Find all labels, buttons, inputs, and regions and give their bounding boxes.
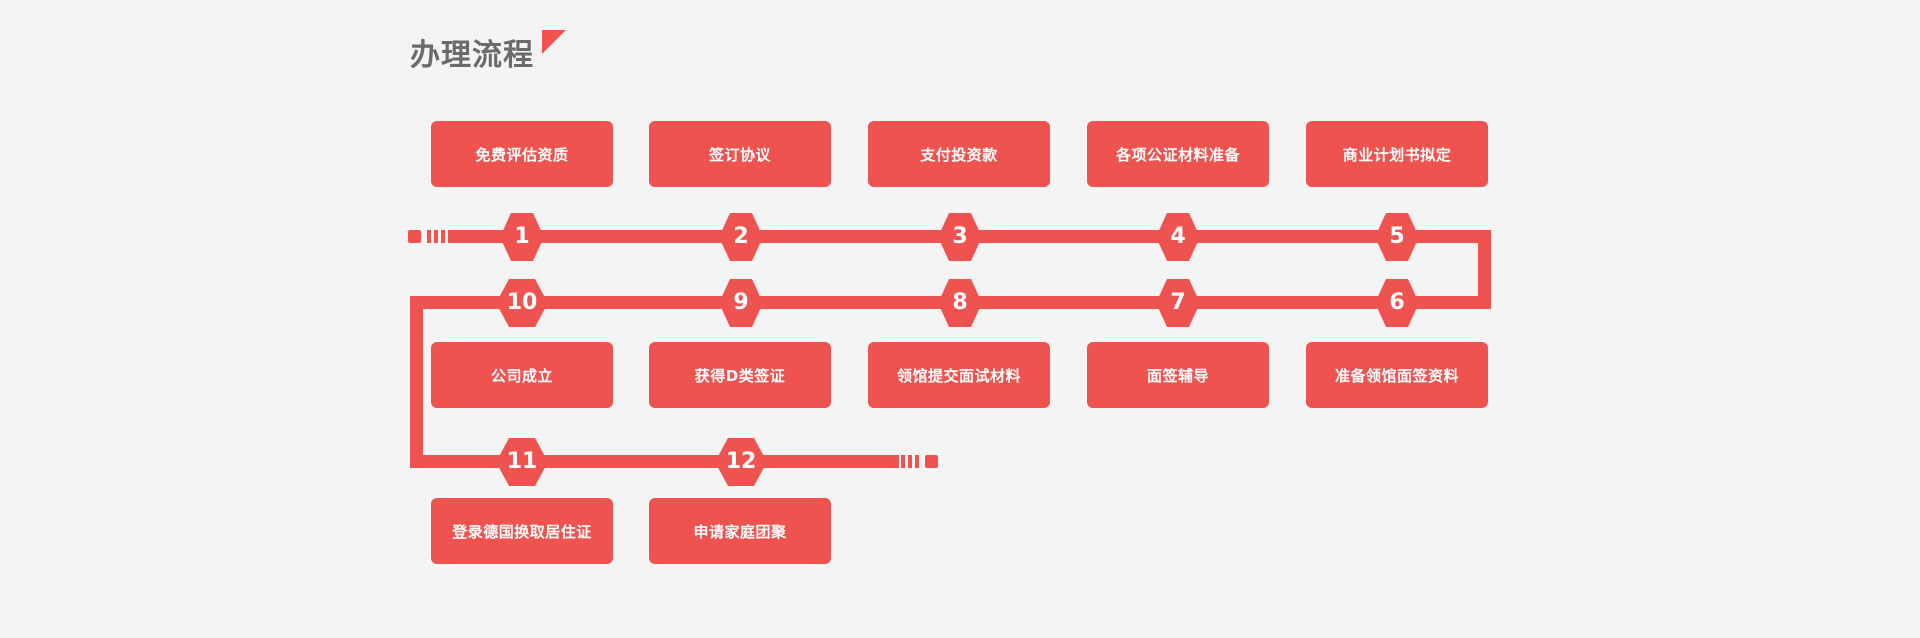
timeline-start-dash-1 bbox=[427, 230, 431, 243]
step-box-7[interactable]: 面签辅导 bbox=[1087, 342, 1269, 408]
step-marker-label: 1 bbox=[514, 224, 530, 249]
timeline-bar-row3 bbox=[410, 455, 899, 468]
step-marker-10[interactable]: 10 bbox=[496, 279, 548, 327]
timeline-end-dash-1 bbox=[901, 455, 905, 468]
timeline-start-dash-2 bbox=[434, 230, 438, 243]
step-box-8[interactable]: 领馆提交面试材料 bbox=[868, 342, 1050, 408]
step-box-3[interactable]: 支付投资款 bbox=[868, 121, 1050, 187]
step-box-label: 获得D类签证 bbox=[694, 366, 786, 385]
step-box-4[interactable]: 各项公证材料准备 bbox=[1087, 121, 1269, 187]
step-box-label: 签订协议 bbox=[708, 145, 771, 164]
step-marker-label: 3 bbox=[952, 224, 968, 249]
step-box-11[interactable]: 登录德国换取居住证 bbox=[431, 498, 613, 564]
step-box-2[interactable]: 签订协议 bbox=[649, 121, 831, 187]
page-title: 办理流程 bbox=[410, 30, 566, 78]
step-marker-1[interactable]: 1 bbox=[500, 213, 544, 261]
step-marker-label: 4 bbox=[1170, 224, 1186, 249]
step-box-label: 免费评估资质 bbox=[475, 145, 569, 164]
step-marker-11[interactable]: 11 bbox=[496, 438, 548, 486]
step-marker-3[interactable]: 3 bbox=[938, 213, 982, 261]
step-box-5[interactable]: 商业计划书拟定 bbox=[1306, 121, 1488, 187]
step-marker-label: 12 bbox=[725, 449, 757, 474]
step-marker-label: 11 bbox=[506, 449, 538, 474]
page-title-text: 办理流程 bbox=[410, 38, 534, 73]
timeline-end-dash-2 bbox=[908, 455, 912, 468]
step-marker-label: 7 bbox=[1170, 290, 1186, 315]
timeline-connector-left-vertical bbox=[410, 296, 423, 455]
step-box-label: 申请家庭团聚 bbox=[693, 522, 787, 541]
step-marker-5[interactable]: 5 bbox=[1375, 213, 1419, 261]
step-marker-label: 9 bbox=[733, 290, 749, 315]
step-box-6[interactable]: 准备领馆面签资料 bbox=[1306, 342, 1488, 408]
step-box-label: 面签辅导 bbox=[1146, 366, 1209, 385]
step-box-label: 商业计划书拟定 bbox=[1342, 145, 1452, 164]
step-marker-8[interactable]: 8 bbox=[938, 279, 982, 327]
step-box-label: 登录德国换取居住证 bbox=[452, 522, 592, 541]
timeline-end-square bbox=[925, 455, 938, 468]
step-marker-7[interactable]: 7 bbox=[1156, 279, 1200, 327]
step-box-12[interactable]: 申请家庭团聚 bbox=[649, 498, 831, 564]
step-box-9[interactable]: 获得D类签证 bbox=[649, 342, 831, 408]
step-marker-9[interactable]: 9 bbox=[719, 279, 763, 327]
step-box-1[interactable]: 免费评估资质 bbox=[431, 121, 613, 187]
step-marker-label: 8 bbox=[952, 290, 968, 315]
step-marker-label: 6 bbox=[1389, 290, 1405, 315]
step-marker-label: 5 bbox=[1389, 224, 1405, 249]
step-box-label: 支付投资款 bbox=[920, 145, 998, 164]
step-box-label: 公司成立 bbox=[490, 366, 553, 385]
step-marker-4[interactable]: 4 bbox=[1156, 213, 1200, 261]
step-marker-2[interactable]: 2 bbox=[719, 213, 763, 261]
timeline-connector-right-vertical bbox=[1478, 230, 1491, 309]
step-box-label: 领馆提交面试材料 bbox=[896, 366, 1021, 385]
step-marker-label: 2 bbox=[733, 224, 749, 249]
step-marker-6[interactable]: 6 bbox=[1375, 279, 1419, 327]
step-marker-label: 10 bbox=[506, 290, 538, 315]
step-box-label: 各项公证材料准备 bbox=[1115, 145, 1240, 164]
timeline-start-dash-3 bbox=[441, 230, 445, 243]
timeline-start-square bbox=[408, 230, 421, 243]
step-box-10[interactable]: 公司成立 bbox=[431, 342, 613, 408]
step-box-label: 准备领馆面签资料 bbox=[1334, 366, 1459, 385]
timeline-end-dash-3 bbox=[915, 455, 919, 468]
step-marker-12[interactable]: 12 bbox=[715, 438, 767, 486]
triangle-corner-icon bbox=[542, 30, 566, 54]
